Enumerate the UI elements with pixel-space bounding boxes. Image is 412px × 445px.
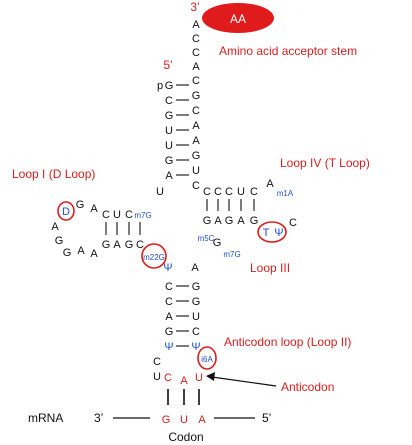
five-prime-top-label: 5’ bbox=[163, 58, 172, 72]
acceptor-left-base: U bbox=[156, 186, 164, 198]
anticodon-loop-label: Anticodon loop (Loop II) bbox=[224, 335, 351, 349]
anticodon-stem-left-base: G bbox=[165, 326, 174, 338]
tail-base: A bbox=[192, 19, 200, 31]
t-arm-bottom-base: A bbox=[237, 215, 245, 227]
amino-acid-label: AA bbox=[230, 12, 246, 26]
tail-base: C bbox=[192, 47, 200, 59]
m1a-modified-base: m1A bbox=[277, 189, 294, 198]
d-highlight-circle bbox=[57, 201, 75, 221]
i6a-modified-base: i6A bbox=[201, 355, 213, 364]
mrna-three-prime-label: 3’ bbox=[94, 411, 103, 425]
t-loop-base: C bbox=[289, 217, 297, 229]
acceptor-right-base: A bbox=[192, 135, 200, 147]
mrna-five-prime-label: 5’ bbox=[262, 411, 271, 425]
t-arm-top-base: C bbox=[250, 186, 258, 198]
variable-loop-base: G bbox=[213, 237, 222, 249]
codon-base: G bbox=[162, 414, 171, 426]
d-loop-base: G bbox=[76, 199, 85, 211]
t-arm-top-base: C bbox=[225, 186, 233, 198]
anticodon-stem-left-base: C bbox=[165, 281, 173, 293]
tail-base: A bbox=[192, 61, 200, 73]
d-arm-bottom-base: G bbox=[125, 239, 134, 251]
d-loop-base: A bbox=[90, 248, 98, 260]
acceptor-left-base: U bbox=[165, 140, 173, 152]
t-arm-bottom-base: G bbox=[203, 215, 212, 227]
anticodon-stem-left-base: A bbox=[165, 311, 173, 323]
psi-variable-modified-base: Ψ bbox=[163, 262, 172, 274]
acceptor-right-base: C bbox=[192, 180, 200, 192]
acceptor-left-base: p bbox=[157, 80, 163, 92]
anticodon-loop-base: U bbox=[153, 371, 161, 383]
t-arm-bottom-base: G bbox=[225, 215, 234, 227]
m7g-variable-modified-base: m7G bbox=[223, 250, 240, 259]
acceptor-left-base: U bbox=[165, 125, 173, 137]
d-arm-top-base: C bbox=[125, 209, 133, 221]
variable-loop-base: A bbox=[191, 262, 199, 274]
d-arm-top-base: U bbox=[113, 209, 121, 221]
psi-modified-base: Ψ bbox=[274, 227, 283, 239]
m22g-modified-base: m22G bbox=[143, 253, 165, 262]
anticodon-stem-right-base: C bbox=[192, 326, 200, 338]
d-loop-base: A bbox=[77, 245, 85, 257]
acceptor-right-base: G bbox=[192, 90, 201, 102]
acceptor-right-base: G bbox=[192, 150, 201, 162]
m22g-highlight-circle bbox=[141, 243, 167, 269]
acceptor-left-base: G bbox=[165, 80, 174, 92]
anticodon-stem-right-base: G bbox=[192, 296, 201, 308]
anticodon-base: U bbox=[195, 372, 203, 384]
three-prime-top-label: 3’ bbox=[190, 0, 199, 14]
anticodon-base: A bbox=[180, 375, 188, 387]
d-arm-top-base: A bbox=[90, 203, 98, 215]
anticodon-loop-base: C bbox=[153, 356, 161, 368]
t-arm-top-base: C bbox=[203, 186, 211, 198]
codon-base: U bbox=[180, 414, 188, 426]
anticodon-arrow-line bbox=[211, 376, 277, 387]
acceptor-left-base: A bbox=[165, 170, 173, 182]
tail-base: C bbox=[192, 33, 200, 45]
t-arm-bottom-base: A bbox=[214, 215, 222, 227]
d-loop-base: G bbox=[63, 247, 72, 259]
t-modified-base: T bbox=[263, 227, 270, 239]
acceptor-left-base: G bbox=[165, 155, 174, 167]
d-loop-base: G bbox=[55, 235, 64, 247]
acceptor-right-base: C bbox=[192, 105, 200, 117]
mrna-label: mRNA bbox=[28, 411, 63, 425]
d-loop-base: A bbox=[51, 221, 59, 233]
d-arm-bottom-base: G bbox=[102, 239, 111, 251]
loop-iv-label: Loop IV (T Loop) bbox=[280, 156, 370, 170]
d-arm-bottom-base: A bbox=[113, 239, 121, 251]
m7g-d-modified-base: m7G bbox=[134, 211, 151, 220]
anticodon-stem-right-base: G bbox=[192, 281, 201, 293]
d-arm-bottom-base: C bbox=[136, 239, 144, 251]
acceptor-right-base: A bbox=[192, 120, 200, 132]
acceptor-right-base: U bbox=[192, 165, 200, 177]
t-arm-top-base: U bbox=[237, 186, 245, 198]
anticodon-stem-left-base: C bbox=[165, 296, 173, 308]
t-arm-top-base: C bbox=[214, 186, 222, 198]
m5c-modified-base: m5C bbox=[198, 234, 215, 243]
anticodon-base: C bbox=[164, 372, 172, 384]
codon-label: Codon bbox=[168, 430, 203, 444]
loop-i-label: Loop I (D Loop) bbox=[12, 167, 95, 181]
anticodon-arrow-head bbox=[206, 372, 215, 381]
amino-acid-ellipse bbox=[202, 3, 274, 33]
acceptor-right-base: C bbox=[192, 75, 200, 87]
anticodon-stem-right-base: U bbox=[192, 311, 200, 323]
acceptor-stem-label: Amino acid acceptor stem bbox=[219, 44, 357, 58]
t-arm-bottom-base: G bbox=[250, 215, 259, 227]
acceptor-left-base: C bbox=[165, 95, 173, 107]
loop-iii-label: Loop III bbox=[250, 261, 290, 275]
acceptor-left-base: G bbox=[165, 110, 174, 122]
d-arm-top-base: C bbox=[102, 209, 110, 221]
d-modified-base: D bbox=[62, 206, 70, 218]
codon-base: A bbox=[198, 414, 206, 426]
t-psi-highlight-circle bbox=[257, 221, 287, 243]
anticodon-stem-right-base: Ψ bbox=[191, 341, 200, 353]
anticodon-stem-left-base: Ψ bbox=[164, 341, 173, 353]
i6a-highlight-circle bbox=[197, 346, 217, 370]
t-arm-top-base: A bbox=[266, 178, 274, 190]
anticodon-label: Anticodon bbox=[281, 380, 334, 394]
